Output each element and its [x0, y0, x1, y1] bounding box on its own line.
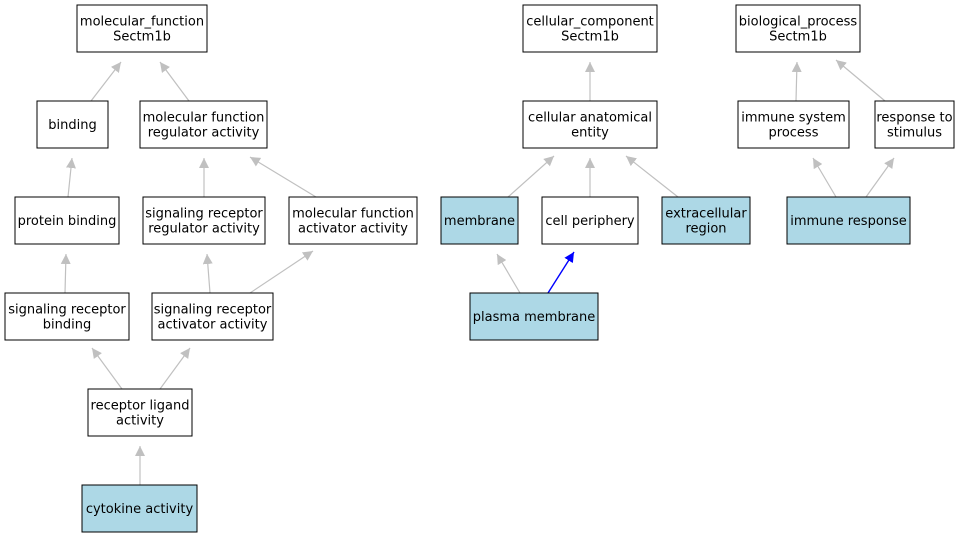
- node-label-line: entity: [571, 126, 609, 141]
- node-label-line: immune system: [741, 111, 846, 126]
- node-box: [87, 388, 193, 437]
- node-label-line: signaling receptor: [145, 207, 263, 222]
- node-label-line: stimulus: [887, 126, 942, 141]
- node-binding: binding: [36, 100, 109, 149]
- node-label-line: activator activity: [298, 222, 408, 237]
- edge-response-stim-to-bp-root: [835, 59, 886, 102]
- node-label-line: response to: [876, 111, 952, 126]
- node-box: [522, 4, 658, 53]
- node-box: [661, 196, 751, 245]
- node-box: [288, 196, 418, 245]
- node-box: [786, 196, 911, 245]
- node-box: [81, 484, 198, 533]
- edge-sig-rec-act-to-mf-act: [249, 250, 314, 294]
- node-label-line: immune response: [790, 214, 907, 229]
- node-label-line: region: [685, 222, 726, 237]
- node-label-line: regulator activity: [148, 126, 260, 141]
- edge-rec-ligand-to-sig-rec-act: [159, 347, 191, 390]
- edge-rec-ligand-to-sig-rec-binding: [91, 347, 123, 390]
- node-label-line: molecular function: [143, 111, 265, 126]
- node-box: [139, 100, 268, 149]
- node-label-line: extracellular: [665, 207, 747, 222]
- edge-binding-to-mf-root: [90, 61, 122, 102]
- node-label-line: Sectm1b: [561, 30, 619, 45]
- node-label-line: activity: [116, 414, 164, 429]
- node-label-line: molecular function: [292, 207, 414, 222]
- node-label-line: cellular_component: [526, 15, 654, 30]
- node-box: [874, 100, 955, 149]
- node-box: [541, 196, 639, 245]
- node-label-line: protein binding: [18, 214, 117, 229]
- node-label-line: process: [769, 126, 819, 141]
- edge-plasma-membrane-to-membrane: [496, 253, 521, 294]
- node-label-line: Sectm1b: [769, 30, 827, 45]
- edge-immune-resp-to-immune-sys: [812, 157, 837, 198]
- node-label-line: signaling receptor: [8, 303, 126, 318]
- node-label-line: biological_process: [739, 15, 858, 30]
- node-label-line: cell periphery: [545, 214, 635, 229]
- node-box: [735, 4, 861, 53]
- edge-sig-rec-act-to-sig-rec-reg: [202, 253, 213, 294]
- node-membrane: membrane: [440, 196, 519, 245]
- node-box: [151, 292, 274, 341]
- node-box: [14, 196, 120, 245]
- node-label-line: molecular_function: [80, 15, 204, 30]
- node-label-line: cellular anatomical: [528, 111, 652, 126]
- node-label-line: signaling receptor: [154, 303, 272, 318]
- node-box: [142, 196, 266, 245]
- node-box: [36, 100, 109, 149]
- edge-extracellular-to-cae: [625, 155, 679, 198]
- node-box: [737, 100, 850, 149]
- edge-membrane-to-cae: [507, 155, 555, 198]
- node-plasma-membrane: plasma membrane: [469, 292, 599, 341]
- node-cell-periphery: cell periphery: [541, 196, 639, 245]
- edge-plasma-membrane-to-cell-periphery: [547, 251, 575, 294]
- node-cytokine: cytokine activity: [81, 484, 198, 533]
- node-label-line: binding: [43, 318, 91, 333]
- node-label-line: binding: [48, 118, 96, 133]
- node-label-line: activator activity: [158, 318, 268, 333]
- edge-mf-reg-to-mf-root: [159, 61, 190, 102]
- node-box: [76, 4, 208, 53]
- edge-sig-rec-binding-to-protein-binding: [60, 253, 71, 294]
- edge-immune-resp-to-response-stim: [865, 157, 895, 198]
- node-label-line: regulator activity: [148, 222, 260, 237]
- node-immune-resp: immune response: [786, 196, 911, 245]
- node-label-line: Sectm1b: [113, 30, 171, 45]
- node-label-line: membrane: [444, 214, 515, 229]
- edges-layer: [60, 59, 895, 485]
- node-protein-binding: protein binding: [14, 196, 120, 245]
- node-label-line: receptor ligand: [91, 399, 190, 414]
- node-label-line: cytokine activity: [86, 502, 194, 517]
- edge-protein-binding-to-binding: [66, 157, 76, 198]
- edge-immune-sys-to-bp-root: [791, 61, 802, 102]
- node-box: [522, 100, 658, 149]
- node-label-line: plasma membrane: [473, 310, 596, 325]
- edge-mf-act-to-mf-reg: [249, 156, 317, 198]
- node-box: [440, 196, 519, 245]
- node-box: [4, 292, 130, 341]
- node-box: [469, 292, 599, 341]
